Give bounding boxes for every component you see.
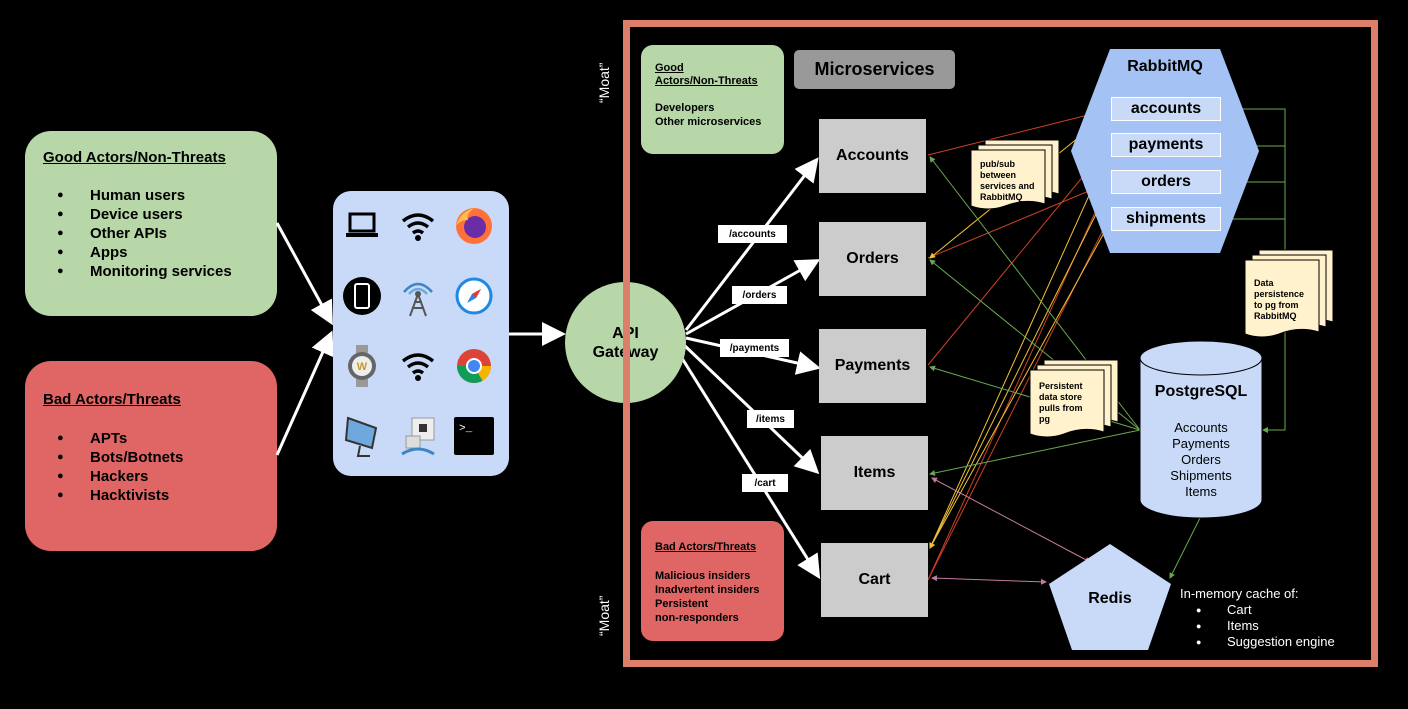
queue-shipments: shipments <box>1111 207 1221 231</box>
good-actors-title: Good Actors/Non-Threats <box>43 149 226 166</box>
good-actors-list: Human users Device users Other APIs Apps… <box>57 186 232 281</box>
pubsub-note-shape <box>970 139 1060 210</box>
laptop-icon <box>339 203 385 249</box>
list-item: Suggestion engine <box>1180 634 1335 650</box>
list-item: Other APIs <box>57 224 232 243</box>
wifi-icon <box>395 203 441 249</box>
note-line: pulls from <box>1039 403 1083 413</box>
bad-to-devices-arrow <box>275 330 334 456</box>
pubsub-note: pub/sub between services and RabbitMQ <box>980 159 1035 203</box>
svg-text:>_: >_ <box>459 423 473 435</box>
queue-orders: orders <box>1111 170 1221 194</box>
redis-title: Redis <box>1088 590 1132 607</box>
list-item: Apps <box>57 243 232 262</box>
list-item: Inadvertent insiders <box>655 584 760 596</box>
inner-good-title-line1: Good <box>655 62 684 74</box>
note-line: RabbitMQ <box>980 192 1023 202</box>
note-line: persistence <box>1254 289 1305 299</box>
postgres-title: PostgreSQL <box>1154 383 1248 400</box>
table-item: Payments <box>1172 436 1230 451</box>
pulls-note-shape <box>1029 359 1119 438</box>
note-line: pg <box>1039 414 1050 424</box>
antenna-icon <box>395 273 441 319</box>
queue-payments: payments <box>1111 133 1221 157</box>
list-item: Persistent <box>655 598 709 610</box>
service-cart: Cart <box>821 543 928 617</box>
list-item: Items <box>1180 618 1335 634</box>
inner-bad-title: Bad Actors/Threats <box>655 541 757 553</box>
list-item: Device users <box>57 205 232 224</box>
firefox-icon <box>451 203 497 249</box>
route-cart: /cart <box>742 474 788 492</box>
route-orders: /orders <box>732 286 787 304</box>
service-orders: Orders <box>819 222 926 296</box>
wifi-icon <box>395 343 441 389</box>
bad-actors-title: Bad Actors/Threats <box>43 391 181 408</box>
list-item: non-responders <box>655 612 739 624</box>
table-item: Accounts <box>1174 420 1228 435</box>
rabbitmq-title: RabbitMQ <box>1127 58 1203 75</box>
note-line: data store <box>1039 392 1083 402</box>
service-items: Items <box>821 436 928 510</box>
note-line: RabbitMQ <box>1254 311 1297 321</box>
postgres-tables: Accounts Payments Orders Shipments Items <box>1139 420 1263 500</box>
redis-cache-list: Cart Items Suggestion engine <box>1180 602 1335 650</box>
note-line: between <box>980 170 1017 180</box>
gateway-to-items-arrow <box>682 343 820 475</box>
smartphone-icon <box>339 273 385 319</box>
persistence-note-shape <box>1244 249 1334 338</box>
safari-icon <box>451 273 497 319</box>
inner-bad-actors-box: Bad Actors/Threats Malicious insiders In… <box>641 521 784 641</box>
queue-accounts: accounts <box>1111 97 1221 121</box>
client-devices-panel: W >_ <box>333 191 509 476</box>
list-item: Human users <box>57 186 232 205</box>
persistence-note: Data persistence to pg from RabbitMQ <box>1254 278 1304 322</box>
svg-text:W: W <box>357 361 368 373</box>
list-item: Developers <box>655 102 715 114</box>
list-item: Other microservices <box>655 116 762 128</box>
note-line: services and <box>980 181 1035 191</box>
redis-legend-title: In-memory cache of: <box>1180 586 1299 601</box>
route-accounts: /accounts <box>718 225 787 243</box>
table-item: Items <box>1185 484 1217 499</box>
bad-actors-list: APTs Bots/Botnets Hackers Hacktivists <box>57 429 183 505</box>
pulls-note: Persistent data store pulls from pg <box>1039 381 1083 425</box>
list-item: Hacktivists <box>57 486 183 505</box>
moat-border <box>623 20 1378 667</box>
inner-good-actors-box: Good Actors/Non-Threats Developers Other… <box>641 45 784 154</box>
list-item: Monitoring services <box>57 262 232 281</box>
note-line: to pg from <box>1254 300 1299 310</box>
table-item: Shipments <box>1170 468 1232 483</box>
inner-good-title-line2: Actors/Non-Threats <box>655 75 758 87</box>
microservices-header: Microservices <box>794 50 955 89</box>
moat-label-top: “Moat” <box>596 62 612 103</box>
note-line: Persistent <box>1039 381 1083 391</box>
service-accounts: Accounts <box>819 119 926 193</box>
good-actors-box: Good Actors/Non-Threats Human users Devi… <box>25 131 277 316</box>
note-line: pub/sub <box>980 159 1015 169</box>
chrome-icon <box>451 343 497 389</box>
note-line: Data <box>1254 278 1274 288</box>
ethernet-icon <box>395 413 441 459</box>
gateway-to-cart-arrow <box>678 354 821 580</box>
gateway-to-accounts-arrow <box>684 157 819 331</box>
terminal-icon: >_ <box>451 413 497 459</box>
service-payments: Payments <box>819 329 926 403</box>
list-item: Cart <box>1180 602 1335 618</box>
list-item: APTs <box>57 429 183 448</box>
route-payments: /payments <box>720 339 789 357</box>
list-item: Bots/Botnets <box>57 448 183 467</box>
list-item: Malicious insiders <box>655 570 751 582</box>
moat-label-bottom: “Moat” <box>596 595 612 636</box>
postgres-shape <box>1139 340 1263 519</box>
good-to-devices-arrow <box>275 222 333 326</box>
bad-actors-box: Bad Actors/Threats APTs Bots/Botnets Hac… <box>25 361 277 551</box>
smartwatch-icon: W <box>339 343 385 389</box>
route-items: /items <box>747 410 794 428</box>
table-item: Orders <box>1181 452 1221 467</box>
desktop-icon <box>339 413 385 459</box>
redis-shape <box>1049 544 1171 650</box>
list-item: Hackers <box>57 467 183 486</box>
